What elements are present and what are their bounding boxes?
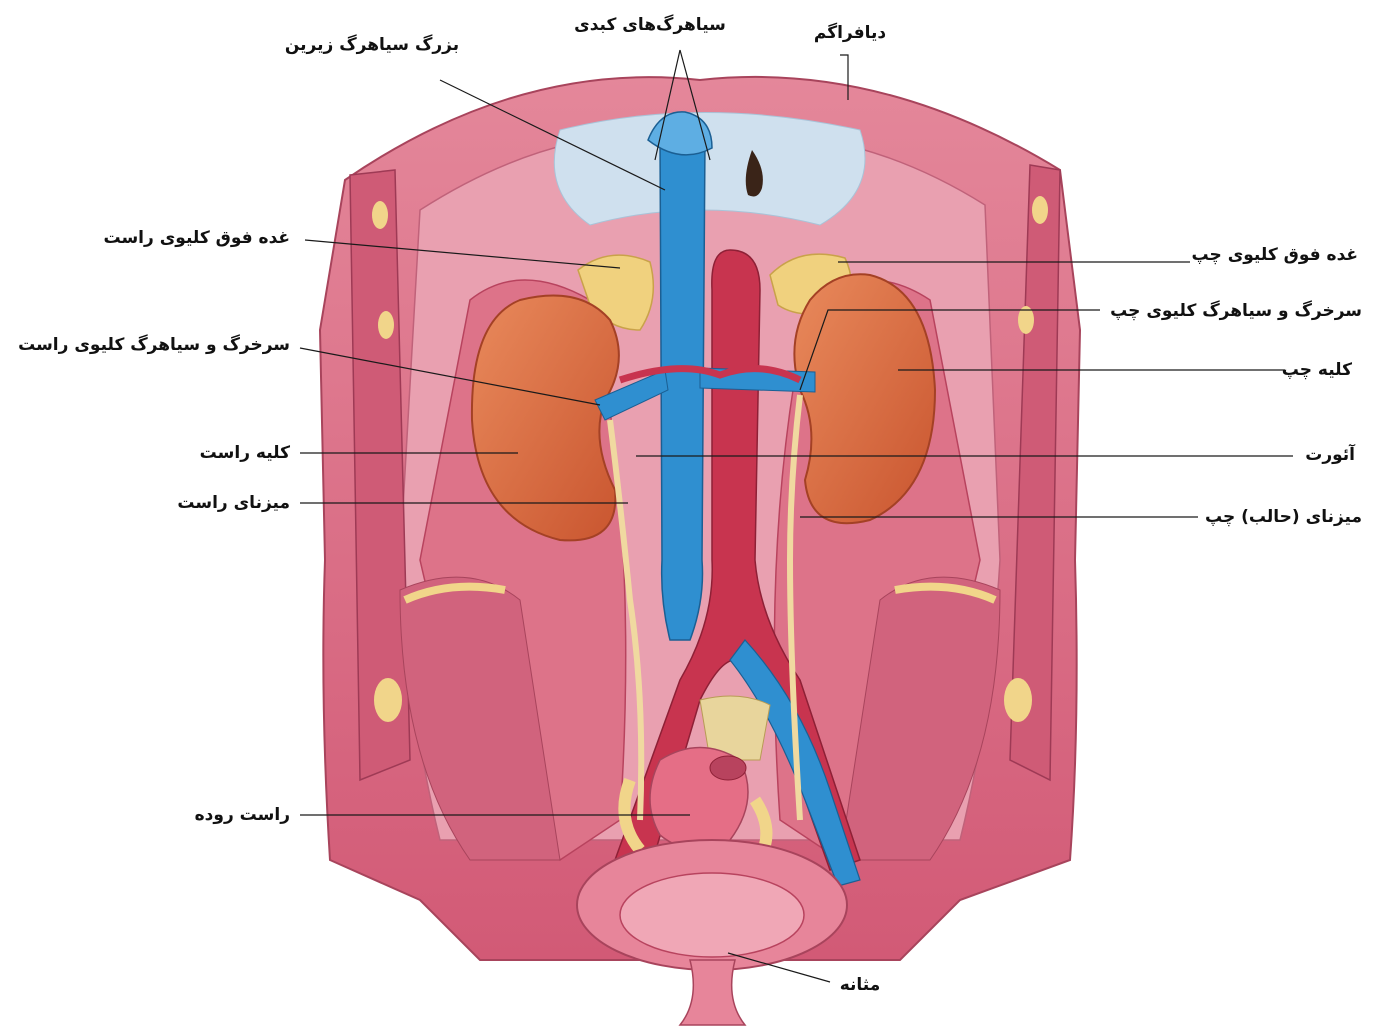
label-left-renal-vessels: سرخرگ و سیاهرگ کلیوی چپ [1110,301,1362,321]
label-right-ureter: میزنای راست [177,493,290,513]
rectum-opening [710,756,746,780]
label-ivc: بزرگ سیاهرگ زیرین [285,35,459,55]
label-aorta: آئورت [1305,443,1356,465]
label-hepatic-veins: سیاهرگ‌های کبدی [574,15,726,35]
bladder-inner [620,873,804,957]
label-right-adrenal: غده فوق کلیوی راست [103,228,290,248]
label-left-ureter: میزنای (حالب) چپ [1205,507,1362,527]
label-left-adrenal: غده فوق کلیوی چپ [1192,245,1358,265]
label-left-kidney: کلیه چپ [1282,360,1352,380]
label-right-renal-vessels: سرخرگ و سیاهرگ کلیوی راست [18,335,290,355]
label-diaphragm: دیافراگم [814,22,887,43]
label-rectum: راست روده [195,805,290,825]
label-right-kidney: کلیه راست [200,443,290,463]
diaphragm [554,113,865,226]
label-bladder: مثانه [840,975,881,995]
